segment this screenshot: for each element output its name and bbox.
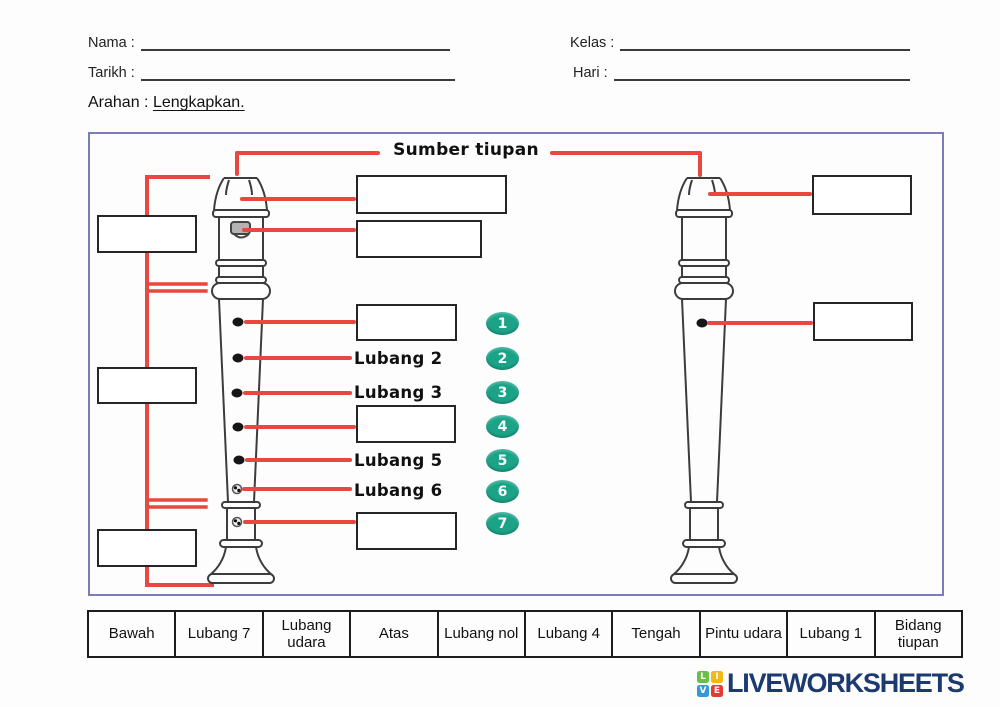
diagram-artwork [145,151,813,587]
label-lubang-3: Lubang 3 [354,383,443,402]
badge-3: 3 [486,381,519,404]
answer-box-window[interactable] [356,220,482,258]
class-input-line[interactable] [620,33,910,51]
answer-box-hole-7[interactable] [356,512,457,550]
logo-square-v: V [697,684,709,697]
badge-7: 7 [486,512,519,535]
liveworksheets-logo: L I V E LIVEWORKSHEETS [697,668,965,699]
bank-cell-lubang-nol[interactable]: Lubang nol [436,610,526,658]
diagram-frame: Sumber tiupan Lubang 2 Lubang 3 Lubang 5… [88,132,944,596]
day-input-line[interactable] [613,63,910,81]
badge-2: 2 [486,347,519,370]
instruction-line: Arahan : Lengkapkan. [88,94,245,112]
answer-box-section-top[interactable] [97,215,197,253]
left-recorder-holes [231,317,245,528]
right-recorder-hole [696,318,708,328]
answer-box-section-middle[interactable] [97,367,197,404]
class-field-row: Kelas : [570,33,910,51]
name-label: Nama : [88,35,135,51]
instruction-value: Lengkapkan. [152,94,245,111]
answer-box-mouthpiece[interactable] [356,175,507,214]
answer-box-section-bottom[interactable] [97,529,197,567]
name-input-line[interactable] [140,33,450,51]
logo-wordmark: LIVEWORKSHEETS [727,668,965,698]
bank-cell-pintu-udara[interactable]: Pintu udara [698,610,789,658]
badge-4: 4 [486,415,519,438]
label-lubang-5: Lubang 5 [354,451,443,470]
logo-squares-icon: L I V E [697,670,723,697]
badge-1: 1 [486,312,519,335]
class-label: Kelas : [570,35,615,51]
date-label: Tarikh : [88,65,135,81]
answer-box-right-head[interactable] [812,175,912,215]
leader-lines [240,192,813,524]
badge-5: 5 [486,449,519,472]
day-field-row: Hari : [573,63,910,81]
label-lubang-6: Lubang 6 [354,481,443,500]
answer-box-right-hole[interactable] [813,302,913,341]
day-label: Hari : [573,65,608,81]
bank-cell-lubang-udara[interactable]: Lubang udara [261,610,352,658]
answer-box-hole-1[interactable] [356,304,457,341]
label-sumber-tiupan: Sumber tiupan [393,140,539,160]
logo-square-l: L [697,670,709,683]
badge-6: 6 [486,480,519,503]
bank-cell-tengah[interactable]: Tengah [611,610,701,658]
label-lubang-2: Lubang 2 [354,349,443,368]
name-field-row: Nama : [88,33,450,51]
instruction-label: Arahan : [88,94,149,111]
answer-bank-table: Bawah Lubang 7 Lubang udara Atas Lubang … [86,610,964,658]
date-field-row: Tarikh : [88,63,455,81]
bank-cell-lubang-1[interactable]: Lubang 1 [786,610,876,658]
logo-square-e: E [711,684,723,697]
bank-cell-lubang-7[interactable]: Lubang 7 [174,610,264,658]
date-input-line[interactable] [140,63,455,81]
answer-box-hole-4[interactable] [356,405,456,443]
bank-cell-bawah[interactable]: Bawah [86,610,177,658]
bank-cell-lubang-4[interactable]: Lubang 4 [523,610,614,658]
bank-cell-bidang-tiupan[interactable]: Bidang tiupan [873,610,964,658]
blow-source-lines [235,151,702,177]
logo-square-i: I [711,670,723,683]
right-recorder [670,177,738,584]
bank-cell-atas[interactable]: Atas [349,610,439,658]
